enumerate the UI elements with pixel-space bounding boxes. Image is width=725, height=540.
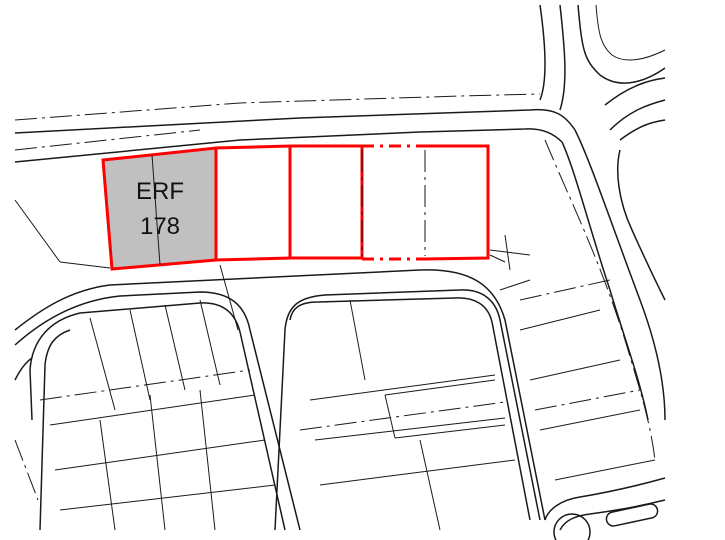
erf-178-shape[interactable] (101, 146, 218, 271)
erf-label-line1: ERF (136, 178, 184, 205)
dashdot-lines (14, 279, 641, 501)
erf-178-parcel[interactable]: ERF 178 (101, 146, 218, 271)
road-edges-top-right (539, 4, 666, 141)
right-diagonal-road (544, 129, 666, 461)
lower-curved-road (14, 269, 546, 531)
roundabout-area (544, 477, 666, 540)
adjacent-parcel-4[interactable] (424, 144, 490, 261)
upper-main-road (14, 93, 576, 163)
cadastral-lines (14, 199, 656, 531)
erf-label-line2: 178 (140, 213, 180, 240)
